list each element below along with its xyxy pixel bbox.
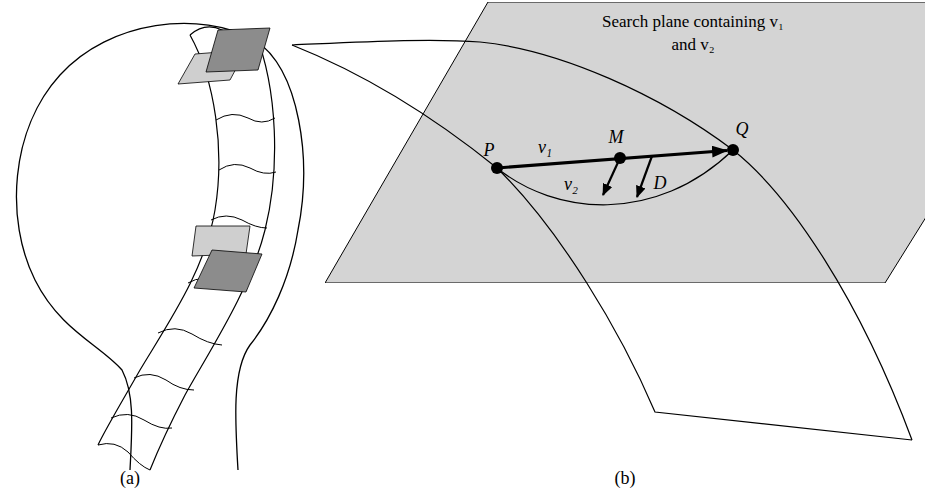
plane-caption: Search plane containing v₁ and v₂ [593,10,793,56]
point-label: v₁ [538,137,552,157]
point-label: M [609,127,624,147]
cross-section [219,164,276,173]
plane-dark [206,28,270,72]
point-label: D [654,173,667,193]
panel-label: (b) [615,468,636,488]
label-anchor: (a) [120,468,140,488]
tube-edge [150,32,275,470]
label-anchor: M [609,127,624,147]
label-anchor: v₂ [564,174,578,194]
cross-section [111,414,172,428]
cross-sections [98,114,276,470]
plane-shape [325,2,925,283]
cross-section [158,329,222,345]
label-anchor: P [484,140,495,160]
plane-outline [325,2,925,283]
head-outline [16,23,303,470]
text-slot: Search plane containing v₁ and v₂ [593,10,793,56]
search-plane: Search plane containing v₁ and v₂ [325,2,925,283]
plane-dark [194,250,262,292]
cross-section [134,374,194,390]
cross-section [98,444,150,470]
label-anchor: D [654,173,667,193]
point-label: v₂ [564,174,578,194]
label-anchor: (b) [615,468,636,488]
panel-label: (a) [120,468,140,488]
cross-section [216,114,275,122]
label-anchor: v₁ [538,137,552,157]
point-label: P [484,140,495,160]
label-anchor: Q [736,119,749,139]
point-label: Q [736,119,749,139]
